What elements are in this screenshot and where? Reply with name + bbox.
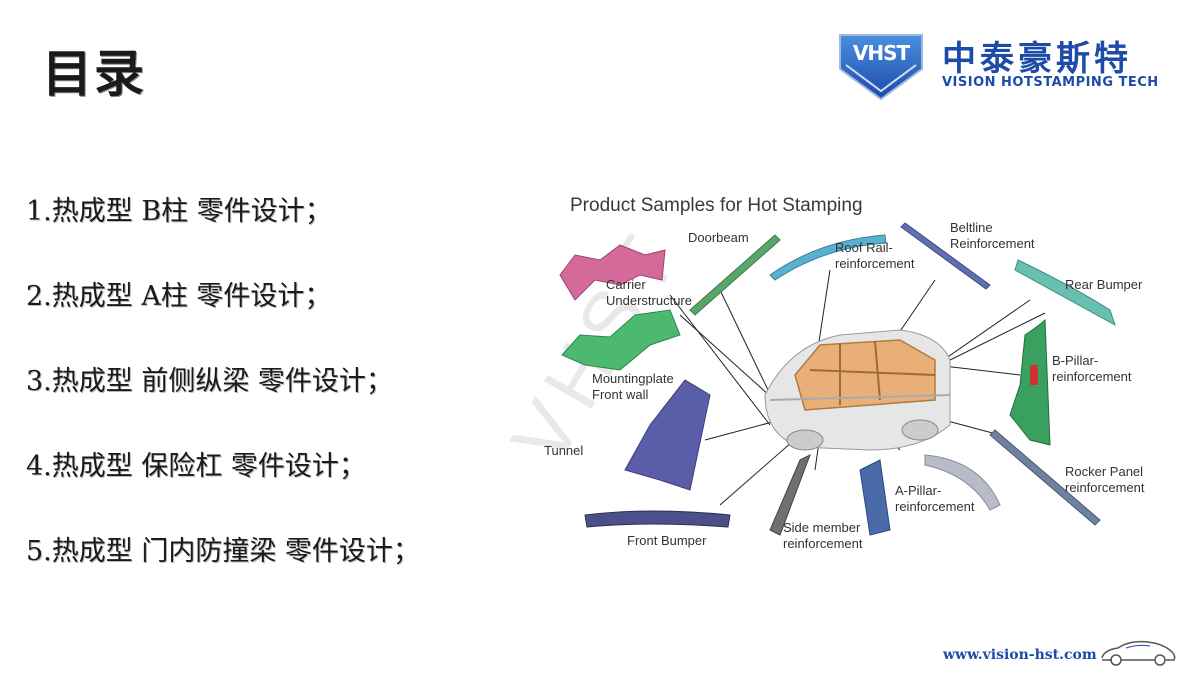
rear-bumper-part	[1014, 259, 1116, 327]
roof-rail-part	[769, 234, 887, 281]
label-line: reinforcement	[1052, 369, 1132, 384]
label-line: Mountingplate	[592, 371, 674, 386]
doorbeam-part	[689, 234, 781, 316]
car-parts-illustration	[559, 222, 1116, 536]
car-body-icon	[764, 329, 951, 451]
label-a-pillar: A-Pillar- reinforcement	[895, 483, 974, 515]
label-line: reinforcement	[895, 499, 975, 514]
label-line: reinforcement	[835, 256, 915, 271]
page-title: 目录	[42, 44, 146, 103]
rocker-panel-part	[989, 429, 1101, 526]
hot-stamping-figure: Product Samples for Hot Stamping	[540, 185, 1160, 555]
front-bumper-part	[584, 510, 731, 528]
toc-item: 4.热成型 保险杠 零件设计；	[26, 451, 366, 482]
tunnel-part	[624, 379, 711, 491]
label-front-bumper: Front Bumper	[627, 533, 707, 548]
label-line: Reinforcement	[950, 236, 1035, 251]
figure-title: Product Samples for Hot Stamping	[570, 195, 863, 216]
label-line: B-Pillar-	[1052, 353, 1099, 368]
label-line: reinforcement	[783, 536, 863, 551]
label-line: Front wall	[592, 387, 649, 402]
footer-url[interactable]: www.vision-hst.com	[943, 647, 1097, 663]
label-b-pillar: B-Pillar- reinforcement	[1052, 353, 1131, 385]
label-doorbeam: Doorbeam	[688, 230, 749, 245]
logo-chinese-name: 中泰豪斯特	[942, 39, 1132, 79]
label-line: A-Pillar-	[895, 483, 942, 498]
label-roof-rail: Roof Rail- reinforcement	[835, 240, 914, 272]
mountingplate-part	[561, 309, 681, 371]
toc-item: 3.热成型 前侧纵梁 零件设计；	[26, 366, 393, 397]
label-line: Carrier	[606, 277, 646, 292]
side-member-part	[769, 453, 891, 536]
label-line: Understructure	[606, 293, 692, 308]
label-line: Rocker Panel	[1065, 464, 1144, 479]
a-pillar-part	[924, 454, 1001, 511]
label-line: Beltline	[950, 220, 993, 235]
label-line: Roof Rail-	[835, 240, 893, 255]
toc-item: 5.热成型 门内防撞梁 零件设计；	[26, 536, 420, 567]
label-rocker-panel: Rocker Panel reinforcement	[1065, 464, 1144, 496]
beltline-part	[900, 222, 991, 290]
label-beltline: Beltline Reinforcement	[950, 220, 1035, 252]
label-mountingplate: Mountingplate Front wall	[592, 371, 674, 403]
label-rear-bumper: Rear Bumper	[1065, 277, 1143, 292]
company-logo: VHST 中泰豪斯特 VISION HOTSTAMPING TECH	[838, 33, 1188, 103]
logo-badge-text: VHST	[852, 41, 910, 65]
carrier-understructure-part	[559, 244, 666, 301]
table-of-contents: 1.热成型 B柱 零件设计； 2.热成型 A柱 零件设计； 3.热成型 前侧纵梁…	[26, 186, 420, 611]
label-side-member: Side member reinforcement	[783, 520, 862, 552]
b-pillar-part	[1009, 318, 1051, 446]
label-line: reinforcement	[1065, 480, 1145, 495]
toc-item: 1.热成型 B柱 零件设计；	[26, 196, 332, 227]
toc-item: 2.热成型 A柱 零件设计；	[26, 281, 332, 312]
label-tunnel: Tunnel	[544, 443, 584, 458]
car-outline-icon	[1101, 640, 1176, 666]
logo-english-name: VISION HOTSTAMPING TECH	[942, 75, 1159, 90]
vhst-shield-icon	[839, 34, 923, 101]
label-carrier: Carrier Understructure	[606, 277, 692, 309]
label-line: Side member	[783, 520, 861, 535]
